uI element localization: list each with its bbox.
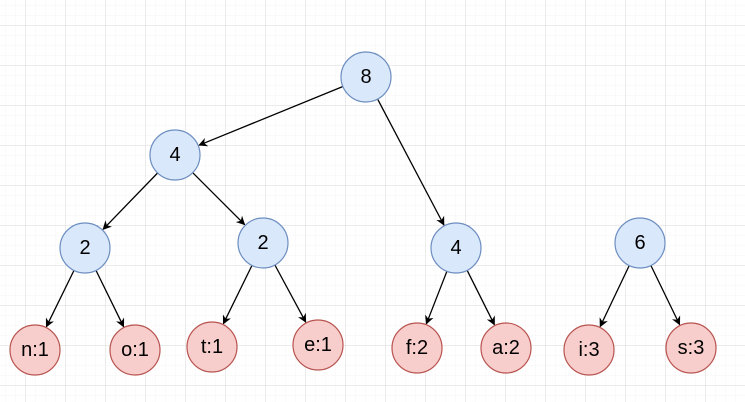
edge-arrow-n8-to-n4b <box>377 98 445 226</box>
node-label: f:2 <box>406 337 428 359</box>
leaf-node-lf[interactable]: f:2 <box>391 322 443 374</box>
node-label: n:1 <box>21 339 49 361</box>
edge-arrow-n2b-to-le <box>274 264 307 323</box>
edge-arrow-n4a-to-n2a <box>102 172 159 230</box>
node-label: e:1 <box>304 334 332 356</box>
leaf-node-ls[interactable]: s:3 <box>665 322 717 374</box>
node-label: s:3 <box>678 337 705 359</box>
node-circle <box>237 217 289 269</box>
node-label: 2 <box>257 232 268 254</box>
edge-arrow-n4b-to-la <box>466 270 495 326</box>
leaf-node-la[interactable]: a:2 <box>480 322 532 374</box>
edge-arrow-n4a-to-n2b <box>192 172 246 226</box>
node-circle <box>59 222 111 274</box>
leaf-node-le[interactable]: e:1 <box>292 319 344 371</box>
node-circle <box>340 51 392 103</box>
internal-node-n4a[interactable]: 4 <box>149 129 201 181</box>
internal-node-n6[interactable]: 6 <box>614 217 666 269</box>
leaf-node-lo[interactable]: o:1 <box>109 324 161 376</box>
node-label: t:1 <box>201 336 223 358</box>
internal-node-n2a[interactable]: 2 <box>59 222 111 274</box>
internal-node-n4b[interactable]: 4 <box>430 222 482 274</box>
edge-arrow-n2b-to-lt <box>222 265 253 325</box>
leaf-node-lt[interactable]: t:1 <box>186 321 238 373</box>
node-circle <box>186 321 238 373</box>
edge-arrow-n6-to-ls <box>650 265 681 326</box>
node-circle <box>292 319 344 371</box>
edge-arrow-n8-to-n4a <box>198 85 344 147</box>
node-circle <box>109 324 161 376</box>
internal-node-n2b[interactable]: 2 <box>237 217 289 269</box>
leaf-node-li[interactable]: i:3 <box>563 324 615 376</box>
edge-arrow-n2a-to-ln <box>45 270 75 328</box>
node-circle <box>391 322 443 374</box>
leaf-node-ln[interactable]: n:1 <box>9 324 61 376</box>
edge-arrow-n6-to-li <box>599 265 630 328</box>
node-label: 2 <box>79 237 90 259</box>
node-label: a:2 <box>492 337 520 359</box>
nodes-layer: 8 4 4 2 2 6 n:1 o:1 t:1 e:1 f:2 a:2 i:3 s:3 <box>9 51 717 376</box>
node-label: 6 <box>634 232 645 254</box>
internal-node-n8[interactable]: 8 <box>340 51 392 103</box>
node-label: 4 <box>169 144 180 166</box>
node-circle <box>149 129 201 181</box>
node-circle <box>665 322 717 374</box>
node-circle <box>9 324 61 376</box>
node-circle <box>430 222 482 274</box>
edge-arrow-n4b-to-lf <box>425 271 448 325</box>
edge-arrow-n2a-to-lo <box>95 270 125 328</box>
node-label: o:1 <box>121 339 149 361</box>
edges-layer <box>45 85 681 328</box>
node-label: 4 <box>450 237 461 259</box>
node-circle <box>614 217 666 269</box>
node-circle <box>563 324 615 376</box>
node-label: i:3 <box>578 339 599 361</box>
node-circle <box>480 322 532 374</box>
node-label: 8 <box>360 66 371 88</box>
